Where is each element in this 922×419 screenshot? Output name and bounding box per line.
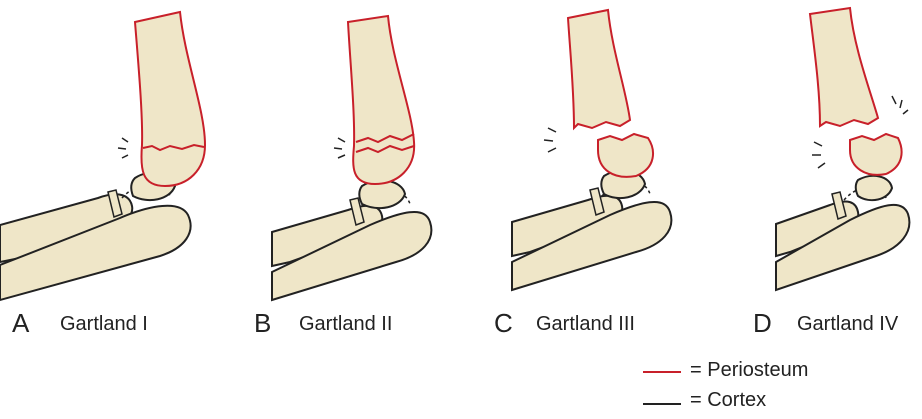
panel-d-illustration <box>776 8 909 290</box>
capitellum <box>856 176 892 200</box>
panel-b-illustration <box>272 16 431 300</box>
distal-fragment <box>850 134 902 175</box>
humerus <box>568 10 630 128</box>
forearm-bones <box>776 187 909 290</box>
panel-a-illustration <box>0 12 205 300</box>
panel-d-name: Gartland IV <box>797 313 898 336</box>
humerus <box>135 12 205 186</box>
forearm-bones <box>512 182 671 291</box>
distal-fragment <box>598 134 653 177</box>
capitellum <box>359 180 405 208</box>
humerus <box>348 16 414 184</box>
cortex-legend-swatch <box>643 403 681 405</box>
fracture-tick-marks <box>334 138 345 158</box>
cortex-legend-label: = Cortex <box>690 389 766 412</box>
panel-c-letter: C <box>494 308 513 339</box>
panel-b-letter: B <box>254 308 271 339</box>
panel-a-letter: A <box>12 308 29 339</box>
periosteum-legend-swatch <box>643 371 681 373</box>
panel-c-illustration <box>512 10 671 290</box>
forearm-bones <box>272 192 431 301</box>
forearm-bones <box>0 184 191 301</box>
panel-d-letter: D <box>753 308 772 339</box>
fracture-tick-marks <box>544 128 556 152</box>
panel-c-name: Gartland III <box>536 313 635 336</box>
humerus <box>810 8 878 126</box>
panel-a-name: Gartland I <box>60 313 148 336</box>
periosteum-legend-label: = Periosteum <box>690 359 808 382</box>
panel-b-name: Gartland II <box>299 313 392 336</box>
fracture-tick-marks <box>118 138 128 158</box>
